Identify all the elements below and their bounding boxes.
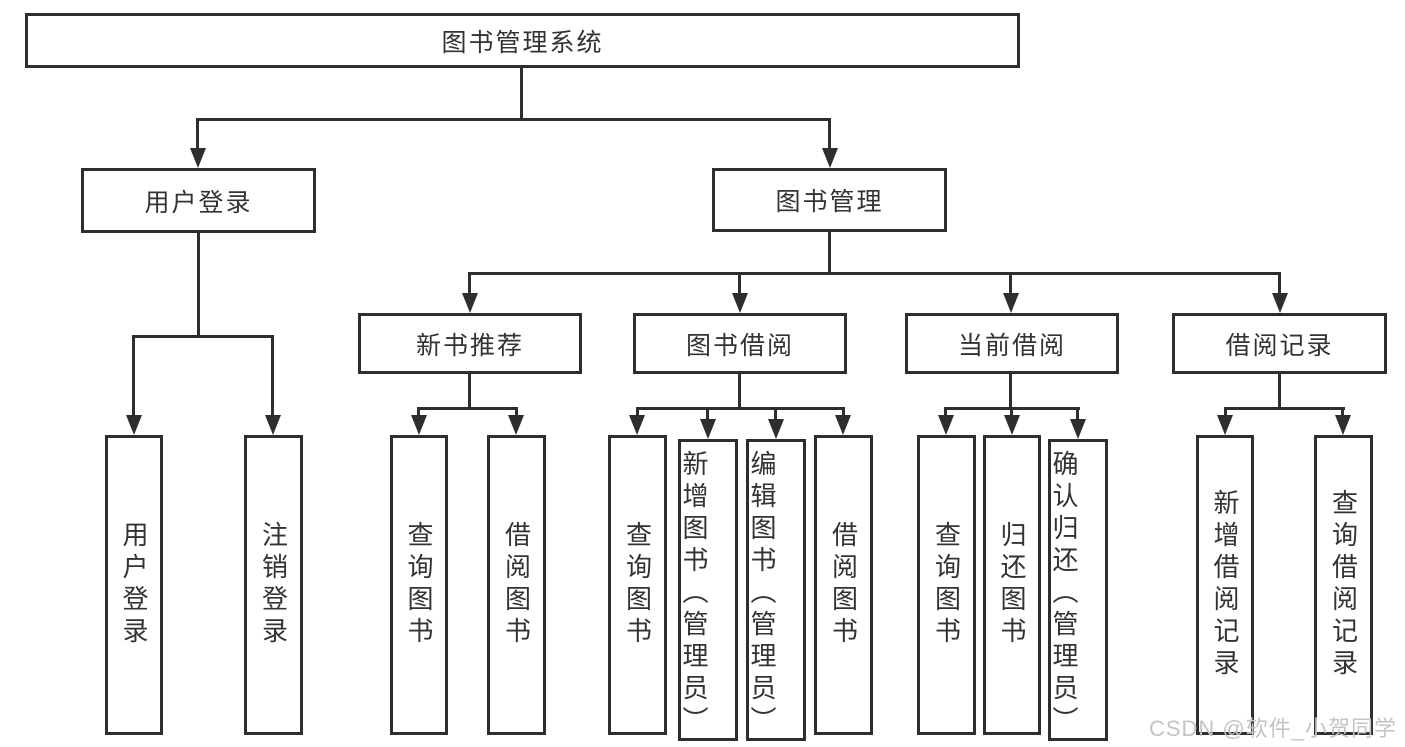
leaf-current-confirm-return-admin: 确认归还（管理员） — [1048, 439, 1108, 741]
connector-line — [468, 272, 471, 295]
leaf-record-query-label: 查询借阅记录 — [1328, 489, 1359, 681]
arrowhead-down — [700, 419, 716, 439]
connector-line — [774, 407, 777, 421]
arrowhead-down — [126, 415, 142, 435]
connector-line — [196, 118, 831, 121]
arrowhead-down — [1004, 415, 1020, 435]
leaf-newbook-query-label: 查询图书 — [404, 521, 434, 649]
node-new-book-recommend: 新书推荐 — [358, 313, 582, 374]
connector-line — [468, 272, 1281, 275]
connector-line — [1009, 374, 1012, 407]
leaf-logout-label: 注销登录 — [258, 521, 289, 649]
leaf-borrowing-edit-admin: 编辑图书（管理员） — [746, 439, 806, 741]
arrowhead-down — [462, 293, 478, 313]
connector-line — [828, 232, 831, 272]
connector-line — [1076, 407, 1079, 421]
arrowhead-down — [508, 415, 524, 435]
connector-line — [132, 335, 274, 338]
connector-line — [738, 374, 741, 407]
node-current-borrowing: 当前借阅 — [905, 313, 1119, 374]
connector-line — [1224, 407, 1227, 417]
connector-line — [944, 407, 947, 417]
leaf-borrowing-borrow: 借阅图书 — [814, 435, 873, 735]
leaf-borrowing-borrow-label: 借阅图书 — [828, 521, 859, 649]
connector-line — [1009, 272, 1012, 295]
arrowhead-down — [835, 415, 851, 435]
arrowhead-down — [1070, 419, 1086, 439]
arrowhead-down — [1272, 293, 1288, 313]
arrowhead-down — [768, 419, 784, 439]
node-book-management: 图书管理 — [712, 168, 947, 232]
arrowhead-down — [822, 148, 838, 168]
arrowhead-down — [629, 415, 645, 435]
connector-line — [1341, 407, 1344, 417]
connector-line — [738, 272, 741, 295]
node-borrow-records: 借阅记录 — [1172, 313, 1387, 374]
connector-line — [417, 407, 420, 417]
leaf-borrowing-add-admin: 新增图书（管理员） — [678, 439, 738, 741]
connector-line — [828, 118, 831, 150]
leaf-current-query: 查询图书 — [917, 435, 976, 735]
leaf-newbook-query: 查询图书 — [390, 435, 448, 735]
connector-line — [197, 233, 200, 335]
arrowhead-down — [732, 293, 748, 313]
leaf-borrowing-query: 查询图书 — [608, 435, 667, 735]
leaf-current-return: 归还图书 — [983, 435, 1041, 735]
leaf-borrowing-edit-admin-label: 编辑图书（管理员） — [747, 450, 777, 738]
connector-line — [196, 118, 199, 150]
arrowhead-down — [1217, 415, 1233, 435]
node-user-login: 用户登录 — [81, 168, 316, 233]
leaf-record-add-label: 新增借阅记录 — [1210, 489, 1240, 681]
arrowhead-down — [1335, 415, 1351, 435]
leaf-borrowing-add-admin-label: 新增图书（管理员） — [679, 450, 709, 738]
connector-line — [468, 374, 471, 407]
arrowhead-down — [938, 415, 954, 435]
arrowhead-down — [1003, 293, 1019, 313]
leaf-user-login: 用户登录 — [105, 435, 163, 735]
connector-line — [1278, 374, 1281, 407]
node-book-borrowing: 图书借阅 — [633, 313, 847, 374]
node-root-library-system: 图书管理系统 — [25, 13, 1020, 68]
csdn-watermark: CSDN @软件_小贺同学 — [1148, 716, 1397, 741]
connector-line — [1010, 407, 1013, 417]
leaf-current-query-label: 查询图书 — [931, 521, 962, 649]
arrowhead-down — [265, 415, 281, 435]
connector-line — [706, 407, 709, 421]
leaf-logout: 注销登录 — [244, 435, 303, 735]
connector-line — [132, 335, 135, 417]
leaf-current-return-label: 归还图书 — [997, 521, 1027, 649]
leaf-borrowing-query-label: 查询图书 — [622, 521, 653, 649]
connector-line — [636, 407, 639, 417]
connector-line — [1278, 272, 1281, 295]
leaf-record-add: 新增借阅记录 — [1196, 435, 1254, 735]
leaf-current-confirm-return-admin-label: 确认归还（管理员） — [1049, 450, 1079, 738]
connector-line — [520, 68, 523, 118]
leaf-user-login-label: 用户登录 — [119, 521, 149, 649]
leaf-newbook-borrow: 借阅图书 — [487, 435, 546, 735]
arrowhead-down — [411, 415, 427, 435]
arrowhead-down — [190, 148, 206, 168]
connector-line — [636, 407, 845, 410]
connector-line — [515, 407, 518, 417]
connector-line — [271, 335, 274, 417]
leaf-record-query: 查询借阅记录 — [1314, 435, 1373, 735]
connector-line — [417, 407, 518, 410]
connector-line — [1224, 407, 1345, 410]
leaf-newbook-borrow-label: 借阅图书 — [501, 521, 532, 649]
connector-line — [842, 407, 845, 417]
